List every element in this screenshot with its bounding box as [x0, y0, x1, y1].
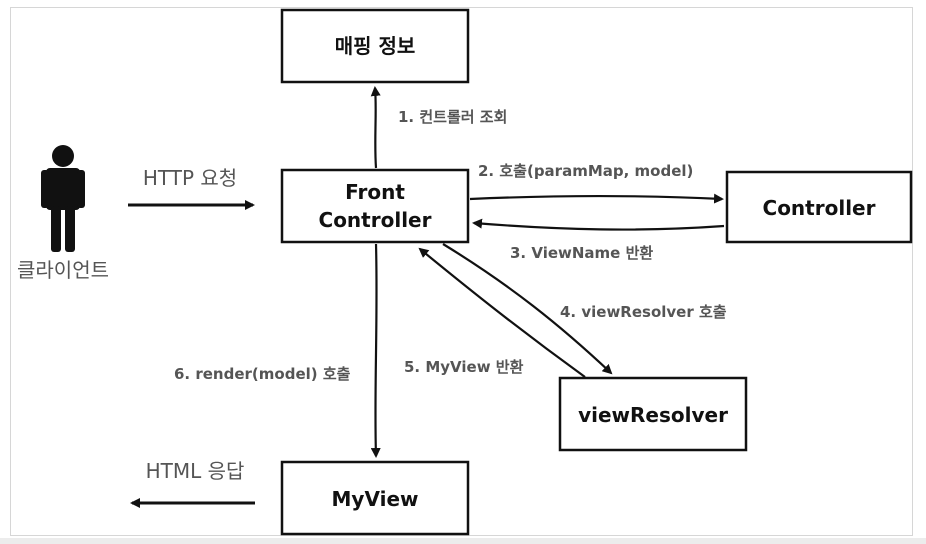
frame-bottom-edge	[0, 538, 926, 544]
controller-label: Controller	[763, 196, 876, 220]
step4-arrow	[442, 243, 613, 375]
client-label: 클라이언트	[17, 258, 109, 282]
mapping-info-box: 매핑 정보	[280, 8, 470, 84]
front-controller-label-line1: Front	[345, 180, 405, 204]
step4-label: 4. viewResolver 호출	[560, 303, 727, 321]
step6-label: 6. render(model) 호출	[174, 365, 351, 383]
person-icon	[41, 145, 85, 252]
view-resolver-box: viewResolver	[558, 376, 748, 452]
front-controller-label-line2: Controller	[319, 208, 432, 232]
html-response-label: HTML 응답	[146, 459, 245, 483]
diagram-frame	[10, 7, 913, 536]
step3-label: 3. ViewName 반환	[510, 244, 653, 262]
step3-arrow	[472, 218, 725, 231]
step1-label: 1. 컨트롤러 조회	[398, 108, 507, 126]
step2-arrow	[469, 193, 724, 204]
front-controller-box: Front Controller	[280, 168, 470, 244]
step5-arrow	[418, 247, 586, 378]
view-resolver-label: viewResolver	[578, 403, 728, 427]
step6-arrow	[370, 243, 381, 458]
controller-box: Controller	[725, 170, 913, 244]
myview-box: MyView	[280, 460, 470, 536]
http-request-label: HTTP 요청	[143, 166, 237, 190]
mapping-info-label: 매핑 정보	[335, 34, 416, 58]
step1-arrow	[370, 86, 381, 169]
step2-label: 2. 호출(paramMap, model)	[478, 162, 693, 180]
myview-label: MyView	[332, 487, 419, 511]
step5-label: 5. MyView 반환	[404, 358, 524, 376]
